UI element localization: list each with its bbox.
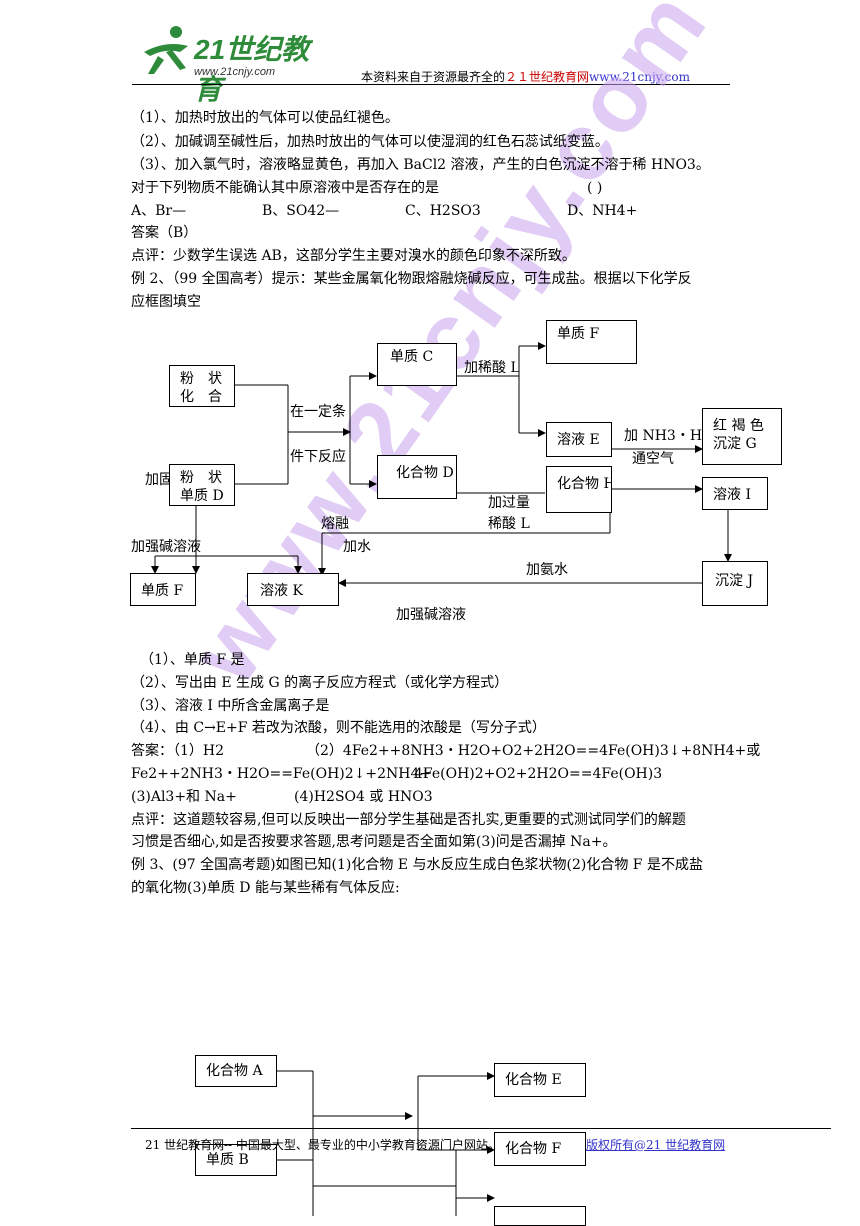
- answer-2-line-3a: (3)Al3+和 Na+: [131, 789, 237, 805]
- footer-middle: -- 中国最大型、最专业的中小学教育资源门户网站。: [224, 1138, 500, 1152]
- label-condition-2: 件下反应: [290, 449, 346, 465]
- question-1: 对于下列物质不能确认其中原溶液中是否存在的是: [131, 180, 439, 196]
- label-excess-1: 加过量: [488, 495, 530, 511]
- example-3-line-2: 的氧化物(3)单质 D 能与某些稀有气体反应:: [131, 880, 400, 896]
- label-add-solid: 加固: [145, 472, 169, 488]
- footer-left: 21 世纪教育网: [145, 1138, 225, 1152]
- answer-paren: ( ): [587, 180, 603, 196]
- comment-1: 点评：少数学生误选 AB，这部分学生主要对溴水的颜色印象不深所致。: [131, 248, 576, 264]
- label-excess-2: 稀酸 L: [488, 516, 530, 532]
- example-3-line-1: 例 3、(97 全国高考题)如图已知(1)化合物 E 与水反应生成白色浆状物(2…: [131, 857, 703, 873]
- answer-2-line-2b: 4Fe(OH)2+O2+2H2O==4Fe(OH)3: [414, 766, 663, 782]
- answer-2-line-1b: （2）4Fe2++8NH3・H2O+O2+2H2O==4Fe(OH)3↓+8NH…: [306, 743, 761, 759]
- answer-2-line-3b: (4)H2SO4 或 HNO3: [294, 789, 433, 805]
- footer: 21 世纪教育网: [145, 1136, 224, 1153]
- answer-2-line-2a: Fe2++2NH3・H2O==Fe(OH)2↓+2NH4+: [131, 766, 432, 782]
- box-solution-k: 溶液 K: [247, 573, 339, 606]
- example-2-line-2: 应框图填空: [131, 294, 201, 310]
- box-compound-f: 化合物 F: [494, 1132, 586, 1166]
- box-element-f-top: 单质 F: [546, 320, 637, 364]
- label-add-water: 加水: [343, 539, 371, 555]
- example-2-line-1: 例 2、（99 全国高考）提示：某些金属氧化物跟熔融烧碱反应，可生成盐。根据以下…: [131, 271, 692, 287]
- option-d: D、NH4+: [567, 203, 638, 219]
- logo-url: www.21cnjy.com: [194, 66, 276, 78]
- label-melt: 熔融: [321, 516, 349, 532]
- option-c: C、H2SO3: [405, 203, 481, 219]
- comment-2-line-2: 习惯是否细心,如是否按要求答题,思考问题是否全面如第(3)问是否漏掉 Na+。: [131, 834, 617, 850]
- box-element-f-bottom: 单质 F: [130, 573, 196, 606]
- tagline-prefix: 本资料来自于资源最齐全的: [361, 70, 506, 84]
- label-strong-base-2: 加强碱溶液: [396, 607, 466, 623]
- option-a: A、Br—: [131, 203, 187, 219]
- box-powder-element-d: 粉 状 单质 D: [169, 464, 235, 506]
- question-2-4: （4）、由 C→E+F 若改为浓酸，则不能选用的浓酸是（写分子式）: [131, 720, 546, 736]
- box-compound-d: 化合物 D: [377, 455, 457, 499]
- header-tagline: 本资料来自于资源最齐全的２１世纪教育网www.21cnjy.com: [361, 68, 690, 85]
- label-dilute-acid: 加稀酸 L: [464, 360, 520, 376]
- label-strong-base-1: 加强碱溶液: [131, 539, 201, 555]
- label-ammonia: 加氨水: [526, 562, 568, 578]
- tagline-site-name: ２１世纪教育网: [505, 70, 590, 84]
- footer-rule: [131, 1128, 831, 1129]
- box-partial: [494, 1206, 586, 1226]
- site-logo: 21世纪教育 www.21cnjy.com: [136, 22, 336, 105]
- runner-logo-icon: [144, 26, 188, 74]
- box-precipitate-g: 红 褐 色 沉淀 G: [702, 408, 782, 465]
- label-condition-1: 在一定条: [290, 404, 346, 420]
- question-2-1: （1）、单质 F 是: [140, 652, 245, 668]
- box-precipitate-j: 沉淀 J: [702, 561, 768, 606]
- tagline-site-url[interactable]: www.21cnjy.com: [589, 70, 690, 84]
- box-compound-h: 化合物 H: [546, 466, 612, 513]
- condition-3: （3）、加入氯气时，溶液略显黄色，再加入 BaCl2 溶液，产生的白色沉淀不溶于…: [131, 157, 710, 173]
- option-b: B、SO42—: [262, 203, 340, 219]
- box-solution-i: 溶液 I: [702, 477, 768, 510]
- answer-1: 答案（B）: [131, 225, 198, 241]
- box-powder-compound: 粉 状 化 合: [169, 365, 235, 407]
- label-add-nh3: 加 NH3・H2O: [624, 428, 702, 444]
- condition-2: （2）、加碱调至碱性后，加热时放出的气体可以使湿润的红色石蕊试纸变蓝。: [131, 134, 609, 150]
- condition-1: （1）、加热时放出的气体可以使品红褪色。: [131, 110, 399, 126]
- box-compound-e: 化合物 E: [494, 1063, 586, 1097]
- question-2-2: （2）、写出由 E 生成 G 的离子反应方程式（或化学方程式）: [131, 675, 509, 691]
- answer-2-line-1a: 答案：（1）H2: [131, 743, 225, 759]
- header-rule: [132, 84, 730, 85]
- logo-text: 21世纪教育: [194, 34, 310, 105]
- label-air: 通空气: [632, 451, 674, 467]
- question-2-3: （3）、溶液 I 中所含金属离子是: [131, 698, 330, 714]
- footer-copyright-link[interactable]: 版权所有@21 世纪教育网: [586, 1136, 726, 1153]
- box-element-c: 单质 C: [377, 343, 457, 386]
- comment-2-line-1: 点评：这道题较容易,但可以反映出一部分学生基础是否扎实,更重要的式测试同学们的解…: [131, 812, 686, 828]
- box-element-b: 单质 B: [195, 1144, 277, 1176]
- box-solution-e: 溶液 E: [546, 422, 612, 457]
- box-compound-a: 化合物 A: [195, 1055, 277, 1087]
